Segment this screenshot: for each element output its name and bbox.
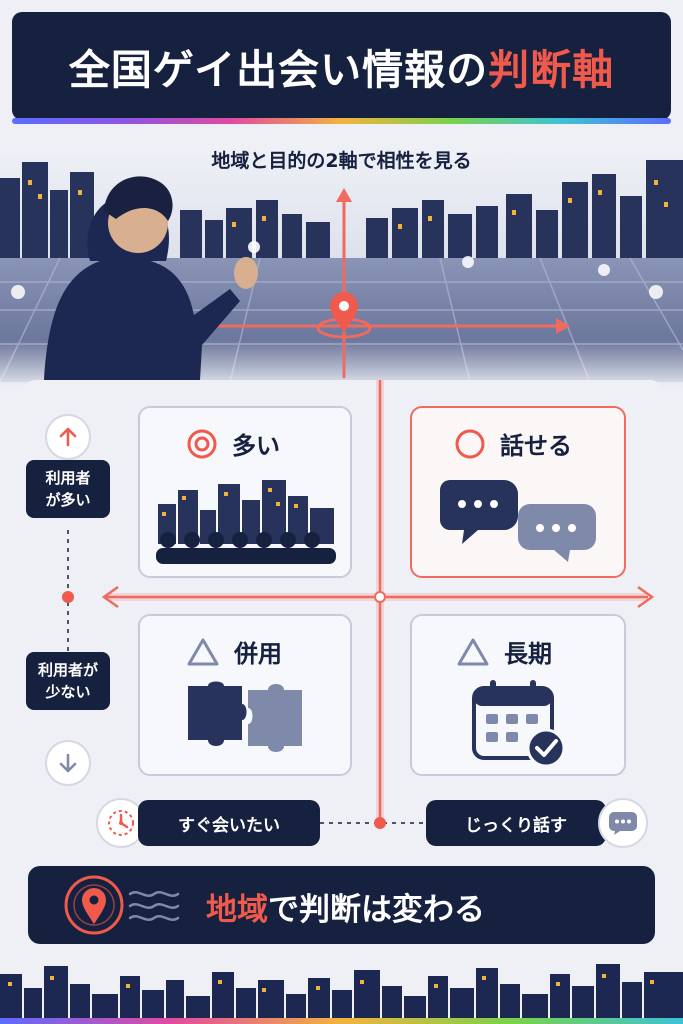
calendar-check-icon (472, 680, 566, 768)
axis-top-label-text: 利用者が多い (45, 469, 91, 509)
location-pin-icon (64, 875, 180, 935)
footer-message: 地域で判断は変わる (206, 884, 485, 929)
quadrant-bottom-left: 併用 (138, 614, 352, 776)
axis-right-label: じっくり話す (426, 800, 606, 846)
clock-button (96, 798, 146, 848)
quadrant-top-right: 話せる (410, 406, 626, 578)
axis-left-label: すぐ会いたい (138, 800, 320, 846)
page-title: 全国ゲイ出会い情報の判断軸 (69, 36, 614, 96)
axis-left-label-text: すぐ会いたい (178, 815, 280, 836)
quadrant-bottom-right: 長期 (410, 614, 626, 776)
footer-banner: 地域で判断は変わる (28, 866, 655, 944)
arrow-down-icon (59, 753, 77, 773)
footer-accent-text: 地域 (206, 892, 268, 928)
circle-icon (455, 429, 485, 458)
double-circle-icon (187, 429, 217, 458)
rainbow-divider (12, 118, 671, 124)
quadrant-bottom-left-label: 併用 (234, 640, 282, 668)
axis-top-label: 利用者が多い (26, 460, 110, 518)
chat-button (598, 798, 648, 848)
axis-bottom-label: 利用者が少ない (26, 652, 110, 710)
quadrant-axes (62, 380, 655, 829)
quadrant-top-right-label: 話せる (500, 432, 572, 460)
footer-rest-text: で判断は変わる (268, 892, 485, 928)
title-accent-text: 判断軸 (488, 46, 615, 94)
person-illustration (44, 176, 260, 380)
clock-icon (108, 810, 134, 836)
arrow-up-icon (59, 427, 77, 447)
quadrant-bottom-right-label: 長期 (504, 640, 552, 668)
crowd-city-icon (156, 480, 336, 564)
quadrant-top-left: 多い (138, 406, 352, 578)
triangle-icon (187, 638, 219, 665)
quadrant-top-left-label: 多い (232, 432, 280, 460)
chat-bubble-icon (609, 812, 637, 835)
puzzle-icon (188, 681, 302, 752)
axis-down-button (45, 740, 91, 786)
subtitle: 地域と目的の2軸で相性を見る (211, 150, 472, 172)
axis-up-button (45, 414, 91, 460)
axis-bottom-label-text: 利用者が少ない (37, 661, 98, 701)
axis-right-label-text: じっくり話す (465, 815, 567, 836)
triangle-icon (457, 638, 489, 665)
chat-bubbles-icon (440, 480, 596, 562)
title-main-text: 全国ゲイ出会い情報の (68, 46, 489, 94)
bottom-skyline (0, 964, 683, 1024)
title-banner: 全国ゲイ出会い情報の判断軸 (12, 12, 671, 120)
